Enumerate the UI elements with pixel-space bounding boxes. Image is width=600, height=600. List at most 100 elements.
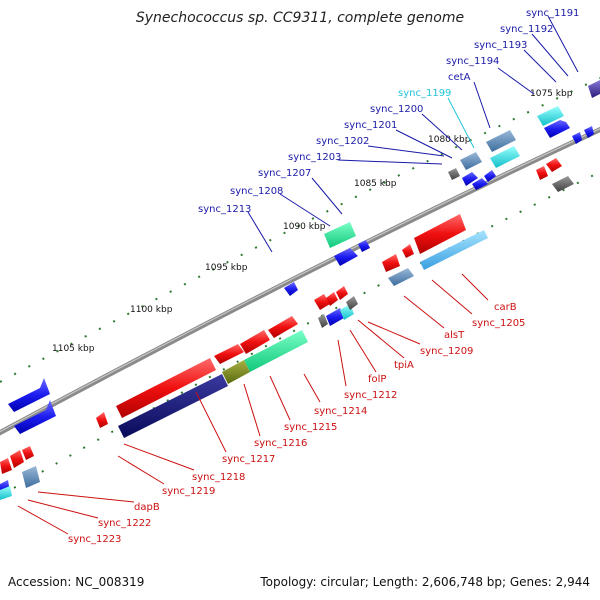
gene-label: sync_1207 — [258, 168, 311, 179]
gene-reverse[interactable] — [546, 158, 562, 172]
gene-label: sync_1199 — [398, 88, 451, 99]
gene-label: sync_1200 — [370, 104, 423, 115]
gene-forward[interactable] — [460, 152, 482, 170]
kbp-label: 1085 kbp — [354, 179, 397, 189]
gene-label: sync_1219 — [162, 486, 215, 497]
gene-forward[interactable] — [484, 170, 496, 182]
gene-label: sync_1202 — [316, 136, 369, 147]
gene-label: sync_1205 — [472, 318, 525, 329]
gene-reverse[interactable] — [326, 292, 338, 306]
accession-text: Accession: NC_008319 — [8, 575, 145, 589]
gene-label: sync_1222 — [98, 518, 151, 529]
gene-forward[interactable] — [324, 222, 356, 248]
leader-line — [117, 455, 165, 485]
gene-label: tpiA — [394, 360, 414, 371]
gene-reverse[interactable] — [118, 374, 228, 438]
gene-reverse[interactable] — [552, 176, 574, 192]
gene-reverse[interactable] — [116, 358, 216, 418]
gene-label: sync_1191 — [526, 8, 579, 19]
gene-reverse[interactable] — [0, 458, 12, 474]
gene-reverse[interactable] — [222, 360, 250, 384]
reverse-strand-genes — [0, 158, 574, 500]
leader-line — [311, 177, 343, 215]
gene-reverse[interactable] — [326, 308, 344, 326]
genome-backbone — [0, 126, 600, 436]
gene-reverse[interactable] — [268, 316, 298, 338]
leader-line — [123, 443, 195, 471]
gene-reverse[interactable] — [318, 314, 328, 328]
gene-reverse[interactable] — [388, 268, 414, 286]
gene-reverse[interactable] — [0, 486, 12, 500]
gene-label: sync_1194 — [446, 56, 499, 67]
gene-reverse[interactable] — [536, 166, 548, 180]
gene-reverse[interactable] — [314, 294, 330, 310]
gene-forward[interactable] — [448, 168, 460, 180]
genome-backbone-highlight — [0, 127, 600, 433]
gene-label: sync_1192 — [500, 24, 553, 35]
gene-label: sync_1193 — [474, 40, 527, 51]
gene-label: sync_1218 — [192, 472, 245, 483]
gene-forward[interactable] — [472, 178, 488, 190]
gene-reverse[interactable] — [336, 286, 348, 300]
gene-label: sync_1223 — [68, 534, 121, 545]
leader-line — [447, 97, 475, 149]
gene-forward[interactable] — [544, 120, 570, 138]
leader-line — [195, 391, 227, 453]
gene-label: sync_1209 — [420, 346, 473, 357]
leader-line — [27, 499, 99, 519]
gene-reverse[interactable] — [22, 466, 40, 488]
gene-forward[interactable] — [284, 282, 298, 296]
leader-line — [367, 145, 445, 157]
gene-forward[interactable] — [14, 400, 56, 434]
forward-strand-genes — [8, 80, 600, 434]
gene-forward[interactable] — [486, 130, 516, 152]
gene-reverse[interactable] — [214, 344, 244, 364]
gene-forward[interactable] — [490, 146, 520, 168]
gene-label: dapB — [134, 502, 160, 513]
leader-line — [531, 33, 569, 77]
gene-label: sync_1215 — [284, 422, 337, 433]
gene-label: sync_1217 — [222, 454, 275, 465]
leader-line — [17, 505, 69, 535]
gene-label: sync_1213 — [198, 204, 251, 215]
leader-line — [269, 375, 291, 421]
leader-line — [421, 113, 463, 151]
genome-title: Synechococcus sp. CC9311, complete genom… — [135, 10, 465, 26]
kbp-label: 1090 kbp — [283, 222, 326, 232]
leader-line — [473, 81, 491, 129]
leader-line — [247, 211, 273, 253]
leader-line — [497, 67, 535, 95]
gene-reverse[interactable] — [402, 244, 414, 258]
gene-reverse[interactable] — [240, 330, 270, 354]
gene-reverse[interactable] — [420, 230, 488, 270]
gene-reverse[interactable] — [96, 412, 108, 428]
gene-label: sync_1212 — [344, 390, 397, 401]
gene-reverse[interactable] — [244, 330, 308, 372]
gene-reverse[interactable] — [382, 254, 400, 272]
leader-line — [367, 321, 421, 345]
gene-forward[interactable] — [584, 126, 594, 138]
leader-line — [349, 329, 377, 373]
leader-line — [243, 383, 261, 437]
leader-line — [37, 491, 135, 503]
gene-label: cetA — [448, 72, 471, 83]
gene-reverse[interactable] — [22, 446, 34, 460]
gene-forward[interactable] — [537, 106, 564, 126]
gene-forward[interactable] — [334, 248, 358, 266]
gene-forward[interactable] — [588, 80, 600, 98]
leader-line — [547, 15, 579, 73]
gene-label: alsT — [444, 330, 465, 341]
leader-line — [279, 193, 331, 227]
gene-reverse[interactable] — [10, 450, 24, 468]
topology-text: Topology: circular; Length: 2,606,748 bp… — [260, 575, 590, 589]
kbp-label: 1105 kbp — [52, 344, 95, 354]
gene-forward[interactable] — [572, 132, 582, 144]
gene-reverse[interactable] — [346, 296, 358, 310]
gene-label: sync_1216 — [254, 438, 307, 449]
gene-forward[interactable] — [462, 172, 478, 186]
gene-reverse[interactable] — [414, 214, 466, 254]
leader-line — [303, 373, 321, 403]
gene-forward[interactable] — [8, 378, 50, 412]
leader-line — [337, 339, 347, 387]
gene-forward[interactable] — [358, 240, 370, 252]
